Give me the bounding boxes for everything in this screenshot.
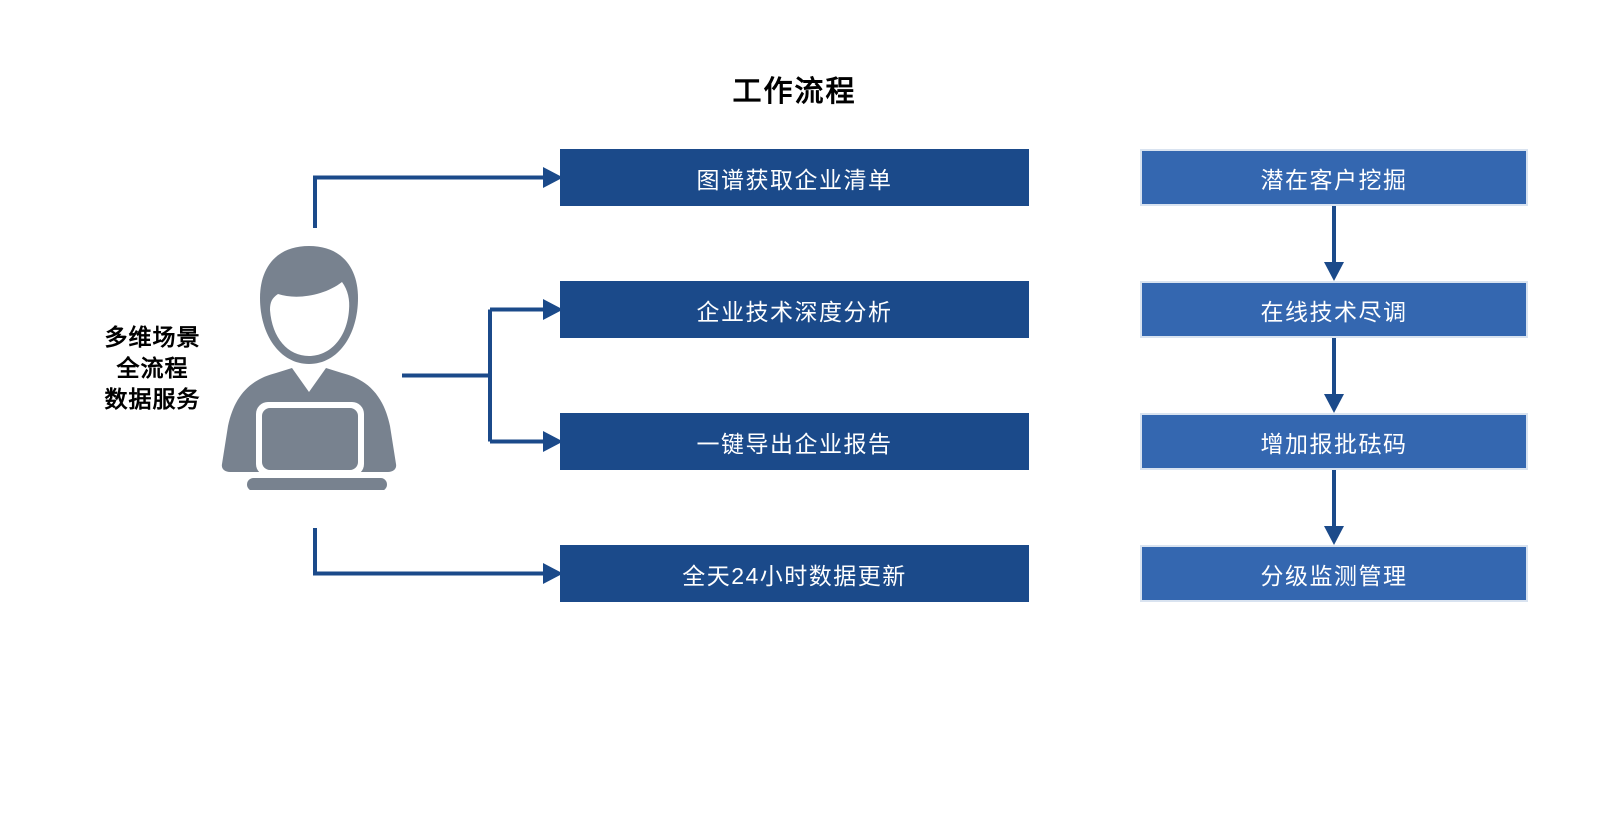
- arrowhead-outcome-4: [1324, 526, 1344, 545]
- outcome-box-online-tech-due-diligence: 在线技术尽调: [1140, 281, 1528, 338]
- outcome-box-potential-customer-mining: 潜在客户挖掘: [1140, 149, 1528, 206]
- connector-branch: [402, 307, 543, 444]
- actor-label-line-2: 全流程: [116, 355, 189, 381]
- arrowhead-outcome-2: [1324, 262, 1344, 281]
- arrowhead-outcome-3: [1324, 394, 1344, 413]
- diagram-title: 工作流程: [732, 76, 857, 108]
- outcome-box-tiered-monitoring-management: 分级监测管理: [1140, 545, 1528, 602]
- capability-box-one-click-report: 一键导出企业报告: [560, 413, 1029, 470]
- actor-label: 多维场景 全流程 数据服务: [45, 322, 260, 415]
- actor-label-line-1: 多维场景: [104, 324, 201, 350]
- connector-to-capability-1: [313, 175, 543, 228]
- person-face: [270, 282, 350, 356]
- capability-box-tech-deep-analysis: 企业技术深度分析: [560, 281, 1029, 338]
- actor-label-line-3: 数据服务: [104, 386, 201, 412]
- capability-box-24h-data-update: 全天24小时数据更新: [560, 545, 1029, 602]
- outcome-box-increase-approval-weight: 增加报批砝码: [1140, 413, 1528, 470]
- capability-box-graph-enterprise-list: 图谱获取企业清单: [560, 149, 1029, 206]
- connector-to-capability-4: [313, 528, 543, 576]
- laptop-base: [247, 478, 387, 490]
- laptop-screen: [262, 408, 358, 470]
- person-at-laptop-icon: [221, 246, 397, 490]
